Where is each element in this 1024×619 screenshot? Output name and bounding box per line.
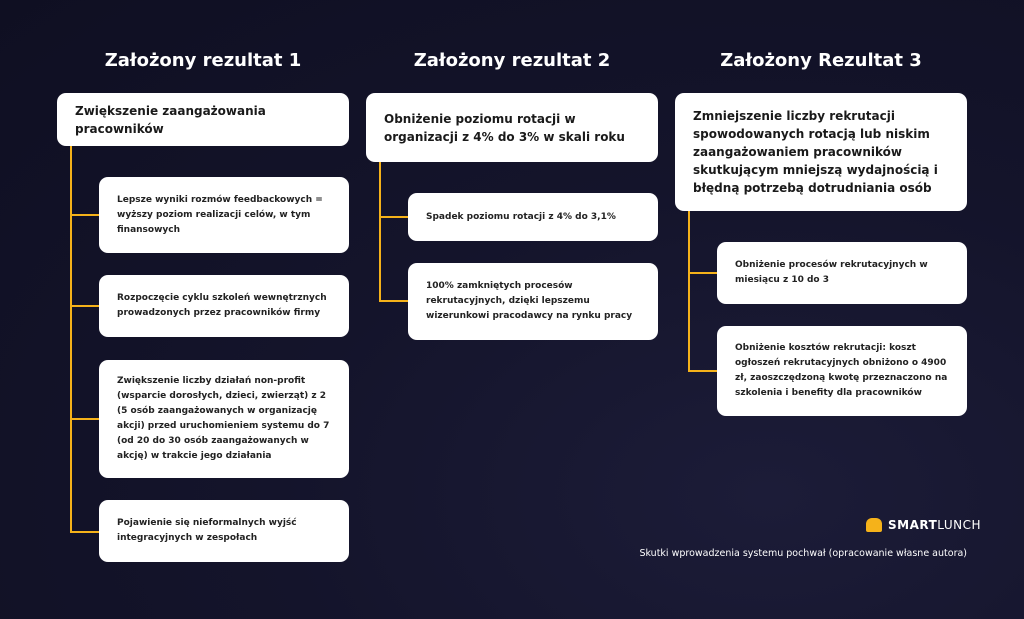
connector [70, 146, 72, 533]
connector [70, 418, 99, 420]
logo-light: LUNCH [937, 518, 982, 532]
result-2-item: Spadek poziomu rotacji z 4% do 3,1% [408, 193, 658, 241]
result-2-item: 100% zamkniętych procesów rekrutacyjnych… [408, 263, 658, 340]
result-2-head: Obniżenie poziomu rotacji w organizacji … [366, 93, 658, 162]
result-1-item: Zwiększenie liczby działań non-profit (w… [99, 360, 349, 478]
connector [70, 531, 99, 533]
title-1: Założony rezultat 1 [104, 50, 302, 71]
connector [688, 211, 690, 372]
result-3-item: Obniżenie procesów rekrutacyjnych w mies… [717, 242, 967, 304]
connector [379, 216, 408, 218]
connector [70, 305, 99, 307]
result-1-item: Pojawienie się nieformalnych wyjść integ… [99, 500, 349, 562]
connector [70, 214, 99, 216]
result-3-item: Obniżenie kosztów rekrutacji: koszt ogło… [717, 326, 967, 416]
caption: Skutki wprowadzenia systemu pochwał (opr… [639, 548, 967, 559]
result-3-head: Zmniejszenie liczby rekrutacji spowodowa… [675, 93, 967, 211]
smartlunch-logo: SMARTLUNCH [866, 518, 981, 532]
title-3: Założony Rezultat 3 [720, 50, 922, 71]
result-1-head: Zwiększenie zaangażowania pracowników [57, 93, 349, 146]
chef-hat-icon [866, 518, 882, 532]
logo-bold: SMART [888, 518, 938, 532]
connector [688, 272, 717, 274]
connector [379, 300, 408, 302]
connector [688, 370, 717, 372]
result-1-item: Rozpoczęcie cyklu szkoleń wewnętrznych p… [99, 275, 349, 337]
connector [379, 162, 381, 302]
title-2: Założony rezultat 2 [413, 50, 611, 71]
result-1-item: Lepsze wyniki rozmów feedbackowych = wyż… [99, 177, 349, 253]
